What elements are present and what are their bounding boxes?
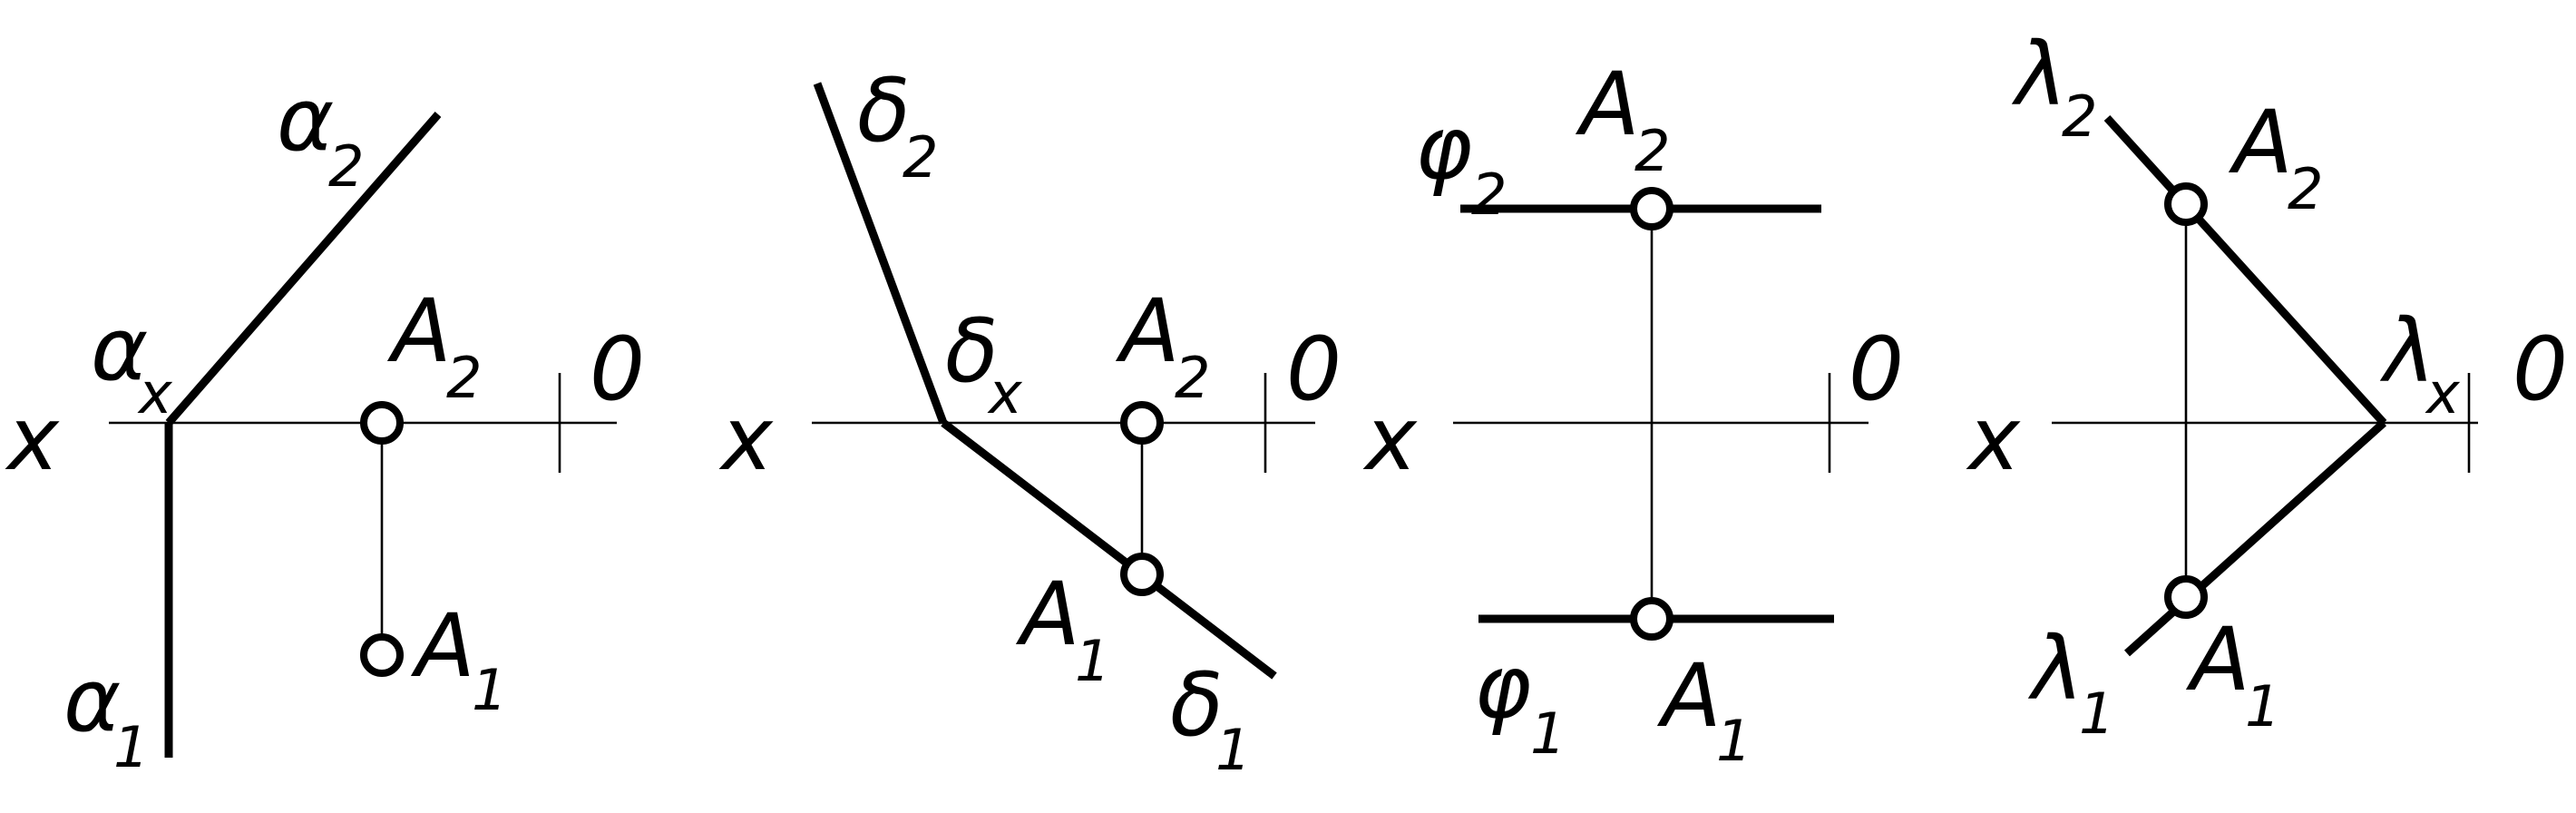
label-delta-2: δ 2 [857, 60, 938, 191]
svg-text:1: 1 [1716, 708, 1751, 774]
axis-0-label: 0 [1286, 318, 1342, 420]
svg-text:1: 1 [1075, 628, 1110, 694]
trace-lambda-1 [2123, 419, 2387, 657]
svg-text:A: A [1115, 280, 1180, 382]
label-a2: A 2 [2228, 92, 2323, 222]
label-a2: A 2 [1575, 54, 1670, 184]
trace-delta-2 [813, 82, 948, 425]
label-a2: A 2 [386, 280, 482, 411]
label-delta-x: δ x [945, 300, 1023, 426]
label-a1: A 1 [2185, 609, 2280, 740]
svg-text:A: A [2228, 92, 2293, 193]
label-phi-1: φ 1 [1474, 636, 1566, 767]
point-a1 [360, 633, 404, 677]
svg-text:x: x [987, 360, 1023, 426]
svg-text:1: 1 [472, 657, 507, 723]
label-lambda-1: λ 1 [2027, 618, 2114, 747]
label-a2: A 2 [1115, 280, 1210, 411]
label-lambda-2: λ 2 [2011, 24, 2097, 150]
point-a2 [1120, 401, 1164, 445]
axis-x-label: x [1362, 388, 1418, 490]
svg-text:A: A [386, 280, 452, 382]
label-alpha-2: α 2 [277, 69, 364, 200]
axis-0-label: 0 [2513, 318, 2568, 420]
point-a2 [360, 401, 404, 445]
axis-x-label: x [1966, 388, 2021, 490]
svg-text:A: A [410, 595, 475, 697]
svg-text:α: α [277, 69, 334, 171]
point-a1 [1120, 553, 1164, 596]
axis-0-label: 0 [1849, 318, 1904, 420]
point-a1 [1630, 597, 1673, 641]
svg-text:α: α [63, 650, 121, 751]
diagram-alpha: x 0 α 2 α x α 1 A 2 A 1 [5, 69, 645, 780]
svg-text:2: 2 [2288, 156, 2323, 222]
svg-text:δ: δ [857, 60, 911, 162]
svg-text:2: 2 [903, 124, 938, 191]
svg-text:1: 1 [1215, 717, 1251, 783]
svg-text:2: 2 [446, 345, 482, 411]
svg-text:1: 1 [2245, 673, 2280, 740]
svg-text:δ: δ [1170, 654, 1224, 756]
svg-text:λ: λ [2027, 618, 2083, 720]
label-alpha-x: α x [91, 299, 173, 426]
svg-text:2: 2 [1175, 345, 1210, 411]
label-a1: A 1 [410, 595, 507, 723]
axis-x-label: x [718, 388, 774, 490]
svg-text:φ: φ [1474, 636, 1531, 738]
label-alpha-1: α 1 [63, 650, 149, 780]
point-a2 [2164, 182, 2208, 226]
label-delta-1: δ 1 [1170, 654, 1251, 783]
axis-0-label: 0 [590, 318, 645, 420]
svg-text:x: x [2425, 360, 2461, 426]
svg-text:2: 2 [1471, 162, 1507, 228]
svg-text:2: 2 [328, 133, 364, 200]
svg-text:2: 2 [1634, 118, 1670, 184]
svg-text:φ: φ [1415, 97, 1472, 199]
point-a1 [2164, 575, 2208, 619]
trace-alpha-2 [165, 112, 442, 426]
svg-text:2: 2 [2062, 83, 2097, 150]
diagram-delta: x 0 δ 2 δ x δ 1 A 2 A 1 [718, 60, 1342, 783]
axis-x-label: x [5, 388, 60, 490]
label-phi-2: φ 2 [1415, 97, 1507, 228]
svg-text:1: 1 [113, 714, 149, 780]
label-a1: A 1 [1015, 563, 1110, 694]
trace-lambda-2 [2103, 114, 2387, 426]
svg-text:1: 1 [2079, 681, 2114, 747]
point-a2 [1630, 187, 1673, 230]
svg-text:δ: δ [945, 300, 999, 402]
svg-text:A: A [2185, 609, 2250, 710]
trace-delta-1 [941, 419, 1277, 680]
svg-text:λ: λ [2379, 300, 2435, 402]
svg-text:A: A [1575, 54, 1640, 155]
svg-text:x: x [137, 360, 173, 426]
svg-text:λ: λ [2011, 24, 2067, 125]
diagram-lambda: x 0 λ 2 λ x λ 1 A 2 A 1 [1966, 24, 2568, 747]
svg-text:A: A [1015, 563, 1080, 665]
svg-text:A: A [1656, 645, 1722, 747]
svg-text:α: α [91, 299, 148, 400]
label-lambda-x: λ x [2379, 300, 2461, 426]
diagram-phi: x 0 φ 2 φ 1 A 2 A 1 [1362, 54, 1904, 774]
label-a1: A 1 [1656, 645, 1751, 774]
svg-text:1: 1 [1530, 700, 1566, 767]
